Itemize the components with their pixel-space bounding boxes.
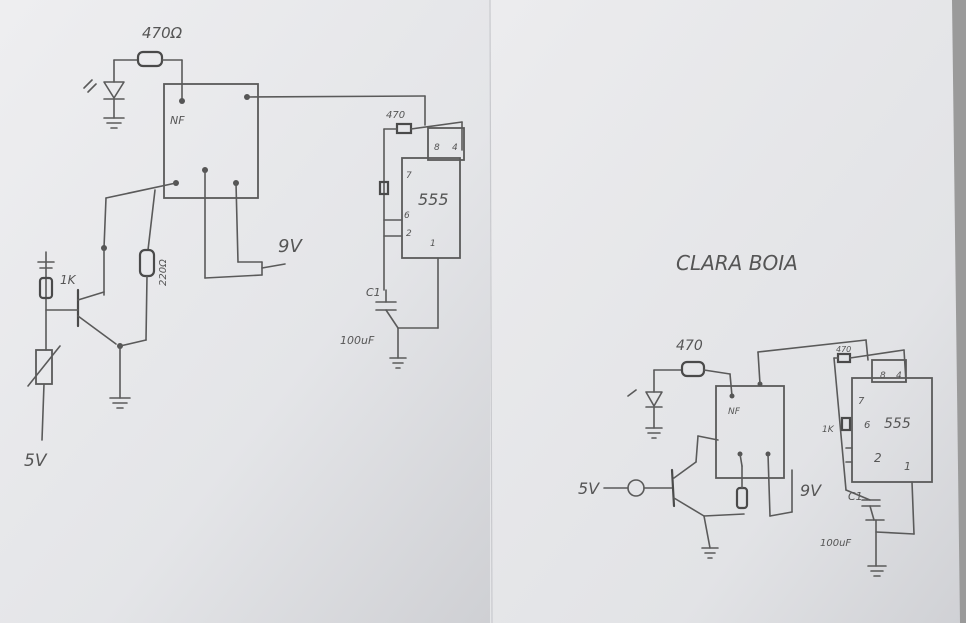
collector-resistor-label: 220Ω xyxy=(158,259,169,286)
paper-fold xyxy=(489,0,493,623)
ic-pin-8: 8 xyxy=(434,143,440,153)
cap-c1-label: C1 xyxy=(366,286,381,299)
paper-left xyxy=(0,0,490,623)
timing-resistor-right-symbol xyxy=(840,416,852,432)
ic-right-pin-7: 7 xyxy=(858,396,865,407)
base-resistor-label: 1K xyxy=(60,273,77,287)
ic-555-right-body xyxy=(851,377,933,483)
ic-right-pin-1: 1 xyxy=(904,460,911,473)
ic-right-pin-6: 6 xyxy=(864,420,870,431)
led-symbol xyxy=(83,59,125,119)
ic-555-right-label: 555 xyxy=(884,416,911,432)
resistor-470-right-symbol xyxy=(680,360,706,378)
paper-right xyxy=(490,0,960,623)
ground-symbol xyxy=(103,117,125,129)
cap-c1-right-label: C1 xyxy=(848,490,863,503)
ic-555-box xyxy=(427,127,465,161)
relay-box xyxy=(163,83,259,199)
ic-pin-6: 6 xyxy=(404,211,410,221)
ic-side-resistor-label: 1K xyxy=(822,425,835,435)
resistor-470-right-label: 470 xyxy=(676,338,703,354)
cap-value-right-label: 100uF xyxy=(820,538,851,549)
ic-pin-4: 4 xyxy=(452,143,458,153)
ic-555-label: 555 xyxy=(418,190,449,209)
left-circuit: 470Ω NF 9V 470 555 8 4 7 6 2 1 xyxy=(24,24,465,471)
transistor-base-bar-right xyxy=(670,468,676,508)
ic-right-pin-4: 4 xyxy=(896,371,902,381)
ic-right-pin-2: 2 xyxy=(874,451,882,465)
right-circuit: CLARA BOIA 470 NF 9V 470 xyxy=(578,251,933,577)
ic-resistor-right-label: 470 xyxy=(836,345,851,354)
ic-right-pin-8: 8 xyxy=(880,371,886,381)
supply-5v-label: 5V xyxy=(24,451,48,471)
ic-resistor-label: 470 xyxy=(386,110,405,121)
ic-pin-7: 7 xyxy=(406,171,412,181)
base-resistor-symbol xyxy=(38,276,54,300)
ic-pin-2: 2 xyxy=(406,229,412,239)
relay-nf-label: NF xyxy=(170,114,185,127)
cap-value-label: 100uF xyxy=(340,334,375,347)
supply-5v-right-label: 5V xyxy=(578,479,600,498)
supply-9v-right-label: 9V xyxy=(800,481,822,500)
supply-9v-label: 9V xyxy=(278,236,303,257)
resistor-470-symbol xyxy=(136,50,164,68)
circuit-title: CLARA BOIA xyxy=(676,251,798,275)
ic-pin-1: 1 xyxy=(430,239,436,249)
relay-box-right xyxy=(715,385,785,479)
ic-555-right-box xyxy=(871,359,907,383)
ic-555-body xyxy=(401,157,461,259)
timing-resistor-symbol xyxy=(378,180,390,196)
relay-nf-right-label: NF xyxy=(728,407,741,417)
resistor-470-label: 470Ω xyxy=(142,24,183,42)
